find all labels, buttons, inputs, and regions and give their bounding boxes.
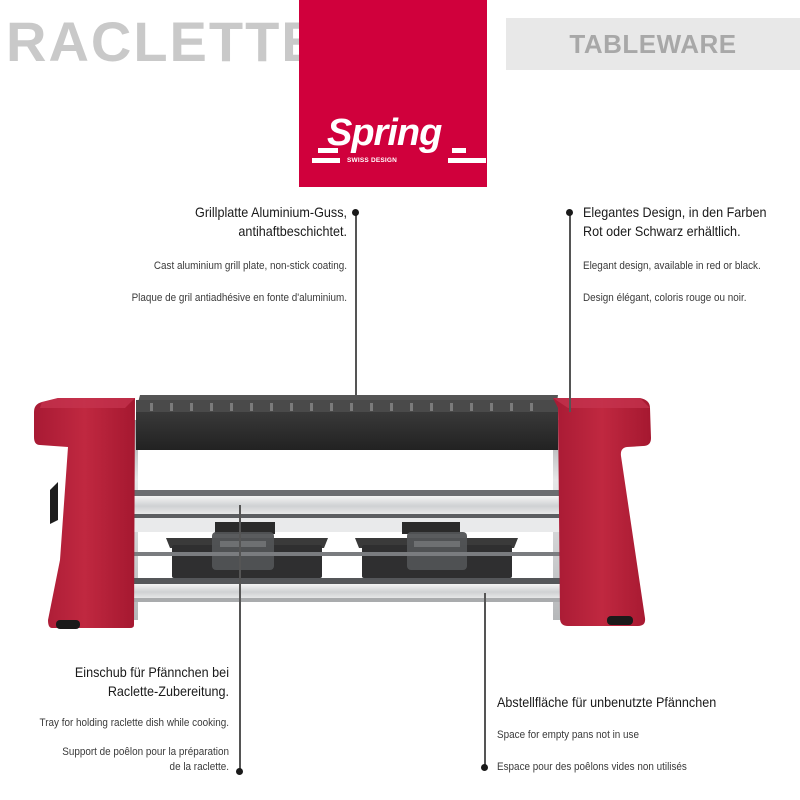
callout-heading: Raclette-Zubereitung. — [107, 683, 229, 699]
category-title: RACLETTE — [6, 10, 321, 73]
callout-design: Elegantes Design, in den Farben Rot oder… — [583, 203, 800, 306]
callout-dot-storage-shelf — [481, 764, 488, 771]
brand-logo-block: Spring SWISS DESIGN — [299, 0, 487, 187]
callout-heading: antihaftbeschichtet. — [238, 223, 347, 239]
callout-dot-design — [566, 209, 573, 216]
leader-line-grill-plate — [355, 212, 357, 397]
spring-logo: Spring SWISS DESIGN — [312, 112, 486, 172]
callout-dot-pan-tray — [236, 768, 243, 775]
brand-name: Spring — [327, 112, 442, 154]
callout-english: Tray for holding raclette dish while coo… — [39, 717, 230, 729]
callout-heading: Rot oder Schwarz erhältlich. — [583, 223, 741, 239]
callout-heading: Grillplatte Aluminium-Guss, — [195, 204, 347, 220]
callout-storage-shelf: Abstellfläche für unbenutzte Pfännchen S… — [497, 693, 797, 775]
callout-english: Elegant design, available in red or blac… — [583, 260, 761, 272]
leader-line-storage-shelf — [484, 593, 486, 768]
callout-english: Cast aluminium grill plate, non-stick co… — [153, 260, 347, 272]
callout-english: Space for empty pans not in use — [497, 729, 639, 741]
section-tag-label: TABLEWARE — [569, 28, 737, 59]
callout-heading: Einschub für Pfännchen bei — [74, 664, 229, 680]
logo-stripe — [318, 148, 338, 153]
callout-heading: Abstellfläche für unbenutzte Pfännchen — [497, 694, 717, 710]
callout-french: Support de poêlon pour la préparation — [62, 746, 230, 758]
callout-heading: Elegantes Design, in den Farben — [583, 204, 767, 220]
callout-french: Design élégant, coloris rouge ou noir. — [583, 292, 747, 304]
logo-stripe — [312, 158, 340, 163]
logo-stripe — [448, 158, 486, 163]
callout-grill-plate: Grillplatte Aluminium-Guss, antihaftbesc… — [60, 203, 347, 306]
callout-dot-grill-plate — [352, 209, 359, 216]
callout-french: de la raclette. — [169, 761, 229, 773]
logo-stripe — [452, 148, 466, 153]
leader-line-design — [569, 212, 571, 412]
brand-tagline: SWISS DESIGN — [347, 157, 398, 164]
callout-french: Plaque de gril antiadhésive en fonte d'a… — [131, 292, 347, 304]
section-tag: TABLEWARE — [506, 18, 800, 70]
callout-pan-tray: Einschub für Pfännchen bei Raclette-Zube… — [10, 663, 229, 775]
leader-line-pan-tray — [239, 505, 241, 772]
callout-french: Espace pour des poêlons vides non utilis… — [497, 761, 687, 773]
